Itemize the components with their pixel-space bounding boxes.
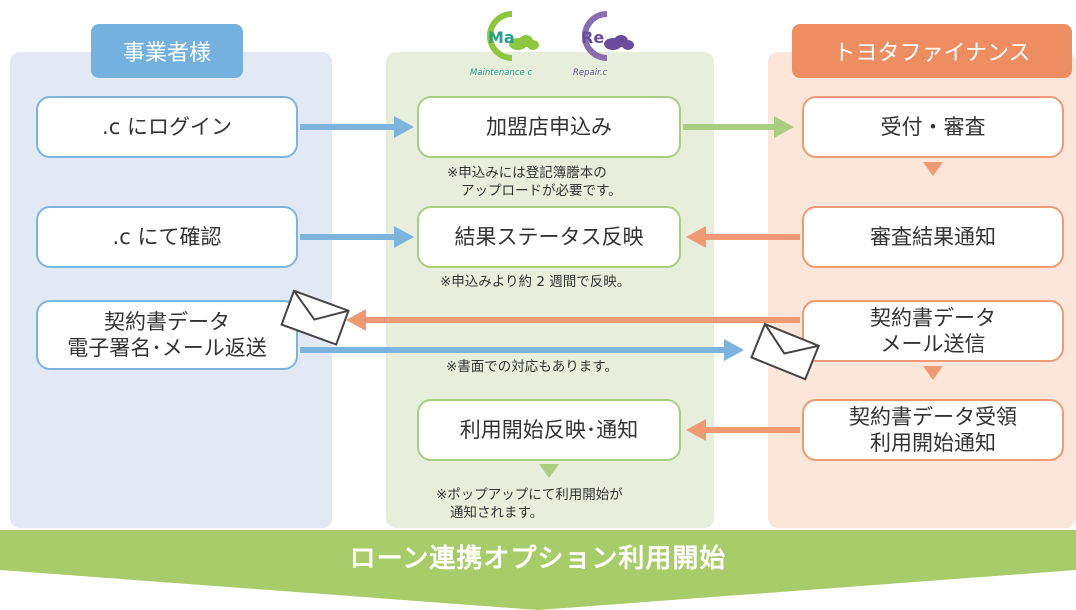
repair-caption: Repair.c bbox=[573, 68, 608, 78]
svg-text:Re: Re bbox=[581, 28, 604, 47]
login-label: .c にログイン bbox=[102, 114, 232, 139]
contract-return-line2: 電子署名･メール返送 bbox=[67, 336, 267, 360]
apply-note-line2: アップロードが必要です。 bbox=[461, 183, 622, 200]
banner-title: ローン連携オプション利用開始 bbox=[349, 544, 727, 574]
status-label: 結果ステータス反映 bbox=[454, 224, 644, 249]
svg-text:Ma: Ma bbox=[488, 28, 515, 47]
contract-send-box: 契約書データ メール送信 bbox=[802, 300, 1064, 362]
start-label: 利用開始反映･通知 bbox=[459, 417, 639, 442]
received-line2: 利用開始通知 bbox=[870, 431, 996, 455]
apply-note-line1: ※申込みには登記簿謄本の bbox=[447, 165, 607, 181]
repair-logo: Re Repair.c bbox=[565, 8, 645, 78]
status-note: ※申込みより約 2 週間で反映。 bbox=[440, 273, 630, 291]
reception-label: 受付・審査 bbox=[880, 114, 986, 139]
maintenance-logo: Ma Maintenance c bbox=[470, 8, 550, 78]
envelope-icon bbox=[280, 289, 350, 346]
apply-note: ※申込みには登記簿謄本の アップロードが必要です。 bbox=[447, 164, 622, 200]
arrow-received-to-start bbox=[686, 419, 800, 441]
contract-return-box: 契約書データ 電子署名･メール返送 bbox=[36, 300, 298, 370]
down-triangle-reception bbox=[923, 162, 943, 176]
received-box: 契約書データ受領 利用開始通知 bbox=[802, 399, 1064, 461]
repair-logo-icon: Re bbox=[581, 11, 634, 61]
reception-box: 受付・審査 bbox=[802, 96, 1064, 158]
status-note-text: ※申込みより約 2 週間で反映。 bbox=[440, 274, 631, 290]
arrow-return-to-finance bbox=[300, 339, 744, 361]
finance-header: トヨタファイナンス bbox=[792, 24, 1072, 78]
envelope-icon bbox=[750, 322, 821, 381]
banner-chevron bbox=[0, 530, 1076, 610]
arrow-login-to-apply bbox=[300, 116, 414, 138]
down-triangle-contract-send bbox=[923, 366, 943, 380]
maintenance-caption: Maintenance c bbox=[470, 68, 533, 78]
received-line1: 契約書データ受領 bbox=[849, 404, 1017, 429]
confirm-label: .c にて確認 bbox=[112, 224, 222, 249]
apply-label: 加盟店申込み bbox=[486, 114, 612, 139]
result-notice-label: 審査結果通知 bbox=[870, 224, 996, 249]
confirm-box: .c にて確認 bbox=[36, 206, 298, 268]
apply-box: 加盟店申込み bbox=[417, 96, 681, 158]
start-note-line1: ※ポップアップにて利用開始が bbox=[436, 487, 623, 503]
start-box: 利用開始反映･通知 bbox=[417, 399, 681, 461]
contract-send-line2: メール送信 bbox=[880, 332, 986, 356]
business-header: 事業者様 bbox=[91, 24, 243, 78]
maintenance-logo-icon: Ma bbox=[487, 11, 539, 61]
contract-return-line1: 契約書データ bbox=[104, 309, 230, 334]
paper-note: ※書面での対応もあります。 bbox=[446, 358, 618, 376]
login-box: .c にログイン bbox=[36, 96, 298, 158]
paper-note-text: ※書面での対応もあります。 bbox=[446, 359, 618, 375]
arrow-apply-to-reception bbox=[683, 116, 794, 138]
contract-send-line1: 契約書データ bbox=[870, 305, 996, 330]
arrow-confirm-to-status bbox=[300, 226, 414, 248]
arrow-send-to-business bbox=[346, 309, 800, 331]
down-triangle-start bbox=[539, 464, 559, 478]
start-note: ※ポップアップにて利用開始が 通知されます。 bbox=[436, 486, 623, 522]
arrow-notice-to-status bbox=[686, 226, 800, 248]
result-notice-box: 審査結果通知 bbox=[802, 206, 1064, 268]
status-box: 結果ステータス反映 bbox=[417, 206, 681, 268]
start-note-line2: 通知されます。 bbox=[450, 505, 544, 522]
